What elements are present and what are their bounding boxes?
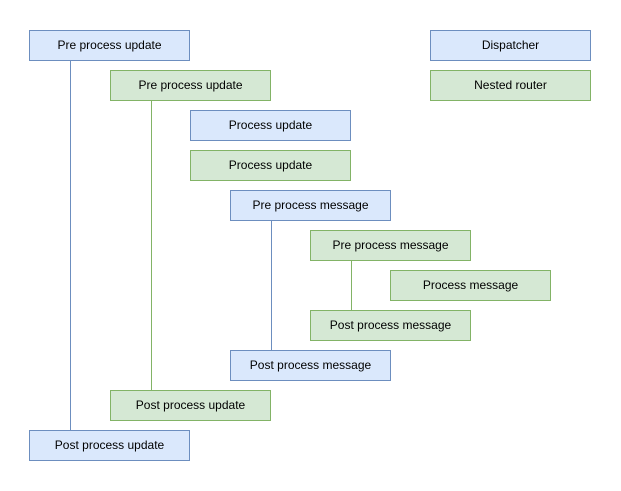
legend-item[interactable]: Dispatcher [430,30,591,61]
dispatcher-message-lifeline [271,221,272,350]
router-message-lifeline [351,261,352,310]
process-node-label: Process update [228,158,313,173]
process-node-label: Pre process message [252,198,369,213]
process-node[interactable]: Process message [390,270,551,301]
process-node-label: Post process update [135,398,246,413]
legend-item-label: Dispatcher [481,38,540,53]
process-node-label: Post process message [329,318,452,333]
process-node-label: Pre process message [332,238,449,253]
process-node-label: Post process update [54,438,165,453]
process-node[interactable]: Pre process message [310,230,471,261]
router-update-lifeline [151,101,152,390]
process-node[interactable]: Pre process message [230,190,391,221]
process-node-label: Pre process update [138,78,243,93]
process-node[interactable]: Process update [190,150,351,181]
legend-item[interactable]: Nested router [430,70,591,101]
dispatcher-update-lifeline [70,61,71,430]
process-node-label: Process message [422,278,519,293]
process-node-label: Process update [228,118,313,133]
process-node-label: Pre process update [57,38,162,53]
process-node[interactable]: Pre process update [29,30,190,61]
process-node[interactable]: Pre process update [110,70,271,101]
process-node-label: Post process message [249,358,372,373]
process-node[interactable]: Post process update [29,430,190,461]
legend-item-label: Nested router [474,78,547,93]
process-node[interactable]: Process update [190,110,351,141]
process-node[interactable]: Post process message [310,310,471,341]
process-node[interactable]: Post process update [110,390,271,421]
process-node[interactable]: Post process message [230,350,391,381]
